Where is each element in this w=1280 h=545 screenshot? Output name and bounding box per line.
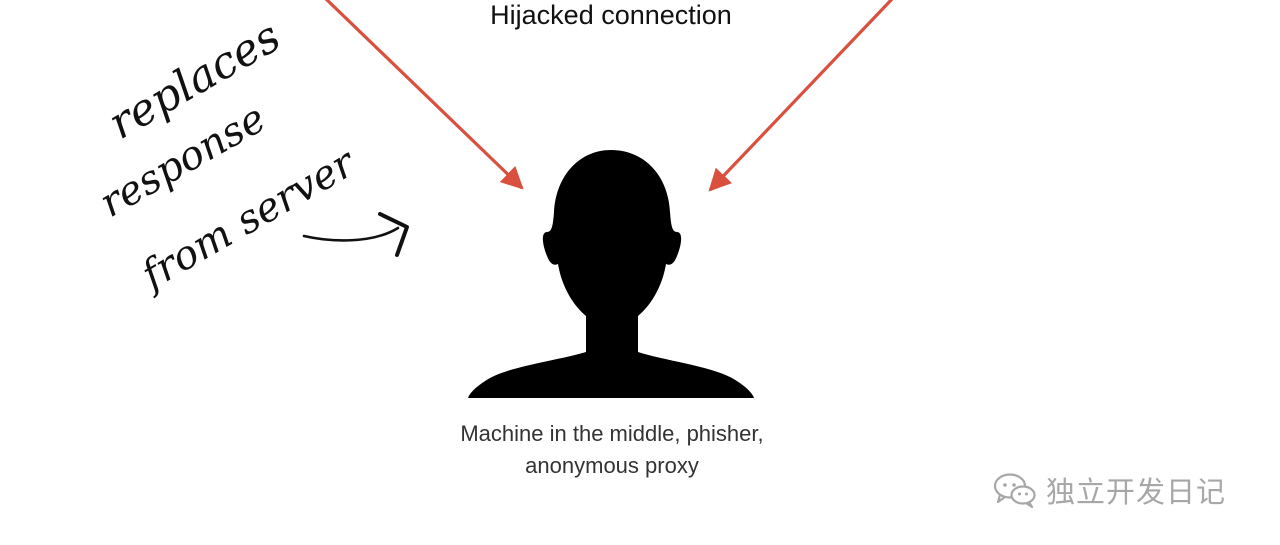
watermark: 独立开发日记 (992, 470, 1226, 510)
wechat-icon (993, 473, 1036, 509)
arrow-left-to-person (324, 0, 524, 190)
annotation-arrow (302, 212, 409, 257)
person-caption: Machine in the middle, phisher, anonymou… (412, 418, 812, 482)
person-caption-line-2: anonymous proxy (525, 453, 699, 478)
handwritten-annotation: replaces response from server (92, 11, 365, 300)
arrow-right-to-person (708, 0, 894, 192)
diagram-title: Hijacked connection (490, 0, 732, 30)
watermark-text: 独立开发日记 (1046, 475, 1227, 509)
person-caption-line-1: Machine in the middle, phisher, (460, 421, 764, 446)
person-silhouette-icon (468, 150, 754, 398)
